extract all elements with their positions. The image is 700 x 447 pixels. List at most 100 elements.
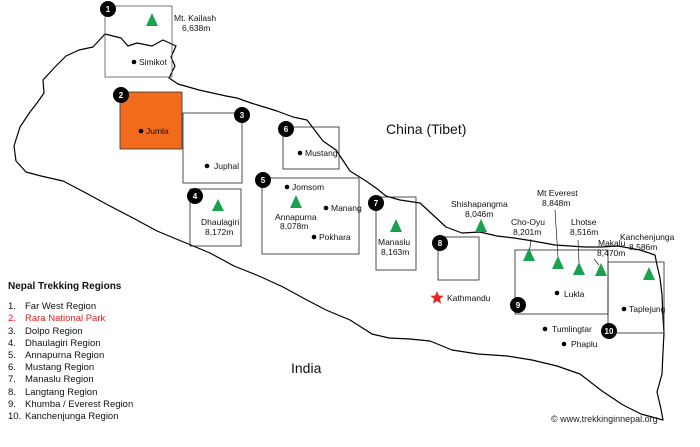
- town-label: Jumla: [146, 126, 169, 136]
- region-marker: [368, 195, 384, 211]
- towns-layer: Simikot Jumla Juphal Mustang Jomsom Mana…: [131, 57, 666, 349]
- region-number: 9: [516, 301, 521, 310]
- region-marker: [432, 235, 448, 251]
- legend-label: Kanchenjunga Region: [25, 411, 119, 423]
- region-marker: [113, 87, 129, 103]
- triangle-icon: [390, 219, 402, 232]
- legend-number: 8.: [8, 386, 16, 398]
- region-number: 8: [438, 239, 443, 248]
- dot-icon: [297, 150, 303, 156]
- legend-label: Langtang Region: [25, 386, 98, 398]
- dot-icon: [138, 128, 144, 134]
- triangle-icon: [552, 256, 564, 269]
- legend-label: Mustang Region: [25, 362, 95, 374]
- region-8-box: [437, 236, 480, 281]
- legend-label: Rara National Park: [25, 313, 106, 325]
- town-label: Phaplu: [571, 339, 598, 349]
- town-label: Jomsom: [292, 182, 324, 192]
- dot-icon: [542, 326, 548, 332]
- triangle-icon: [146, 13, 158, 26]
- region-marker: [255, 172, 271, 188]
- legend-item: 10.Kanchenjunga Region: [8, 411, 208, 423]
- triangle-icon: [573, 262, 585, 275]
- triangle-icon: [595, 263, 607, 276]
- legend-item: 7. Manaslu Region: [8, 374, 208, 386]
- region-4-box: [189, 188, 242, 247]
- peaks-layer: [146, 13, 655, 280]
- region-number: 5: [261, 176, 266, 185]
- legend-number: 2.: [8, 313, 16, 325]
- legend-number: 5.: [8, 350, 16, 362]
- legend-item: 9. Khumba / Everest Region: [8, 399, 208, 411]
- town-label: Pokhara: [319, 232, 351, 242]
- legend-item: 6. Mustang Region: [8, 362, 208, 374]
- legend-number: 7.: [8, 374, 16, 386]
- region-6-box: [282, 126, 340, 170]
- region-2-box: [119, 91, 183, 150]
- triangle-icon: [523, 248, 535, 261]
- legend-number: 9.: [8, 398, 16, 410]
- town-label: Taplejung: [629, 304, 666, 314]
- region-marker: [187, 188, 203, 204]
- town-label: Mustang: [305, 148, 338, 158]
- dot-icon: [284, 184, 290, 190]
- legend-number: 10.: [8, 411, 22, 423]
- legend-item: 4. Dhaulagiri Region: [8, 338, 208, 350]
- legend-item: 3.Dolpo Region: [8, 326, 208, 338]
- dot-icon: [554, 290, 560, 296]
- capital-label: Kathmandu: [447, 293, 491, 303]
- region-marker: [601, 323, 617, 339]
- nepal-border: [13, 33, 665, 421]
- town-label: Tumlingtar: [552, 324, 592, 334]
- legend-item: 8. Langtang Region: [8, 387, 208, 399]
- legend-label: Dhaulagiri Region: [25, 337, 101, 349]
- credit-text: © www.trekkinginnepal.org: [551, 414, 658, 424]
- town-label: Manang: [331, 203, 362, 213]
- region-number: 7: [374, 199, 379, 208]
- legend-label: Annapurna Region: [25, 350, 105, 362]
- triangle-icon: [475, 219, 487, 232]
- legend-label: Manaslu Region: [25, 374, 94, 386]
- region-number: 10: [605, 327, 614, 336]
- region-marker: [278, 121, 294, 137]
- town-label: Lukla: [564, 289, 585, 299]
- dot-icon: [621, 306, 627, 312]
- legend-number: 6.: [8, 362, 16, 374]
- dot-icon: [561, 341, 567, 347]
- dot-icon: [311, 234, 317, 240]
- dot-icon: [131, 59, 137, 65]
- triangle-icon: [643, 267, 655, 280]
- legend-item: 1. Far West Region: [8, 301, 208, 313]
- india-label: India: [291, 360, 322, 376]
- legend-item: 2. Rara National Park: [8, 313, 208, 325]
- region-number: 1: [106, 5, 111, 14]
- legend-number: 3.: [8, 325, 16, 337]
- region-number: 6: [284, 125, 289, 134]
- region-number: 4: [193, 192, 198, 201]
- region-markers: 1 2 3 4 5 6 7 8 9 10: [100, 1, 617, 339]
- triangle-icon: [290, 195, 302, 208]
- region-number: 2: [119, 91, 124, 100]
- region-3-box: [182, 112, 243, 184]
- legend-item: 5. Annapurna Region: [8, 350, 208, 362]
- star-icon: [430, 291, 444, 304]
- legend-label: Far West Region: [25, 301, 97, 313]
- region-5-box: [261, 177, 360, 255]
- region-marker: [100, 1, 116, 17]
- legend-number: 4.: [8, 337, 16, 349]
- region-7-box: [375, 196, 417, 271]
- dot-icon: [204, 163, 210, 169]
- legend-number: 1.: [8, 301, 16, 313]
- legend-label: Khumba / Everest Region: [25, 398, 134, 410]
